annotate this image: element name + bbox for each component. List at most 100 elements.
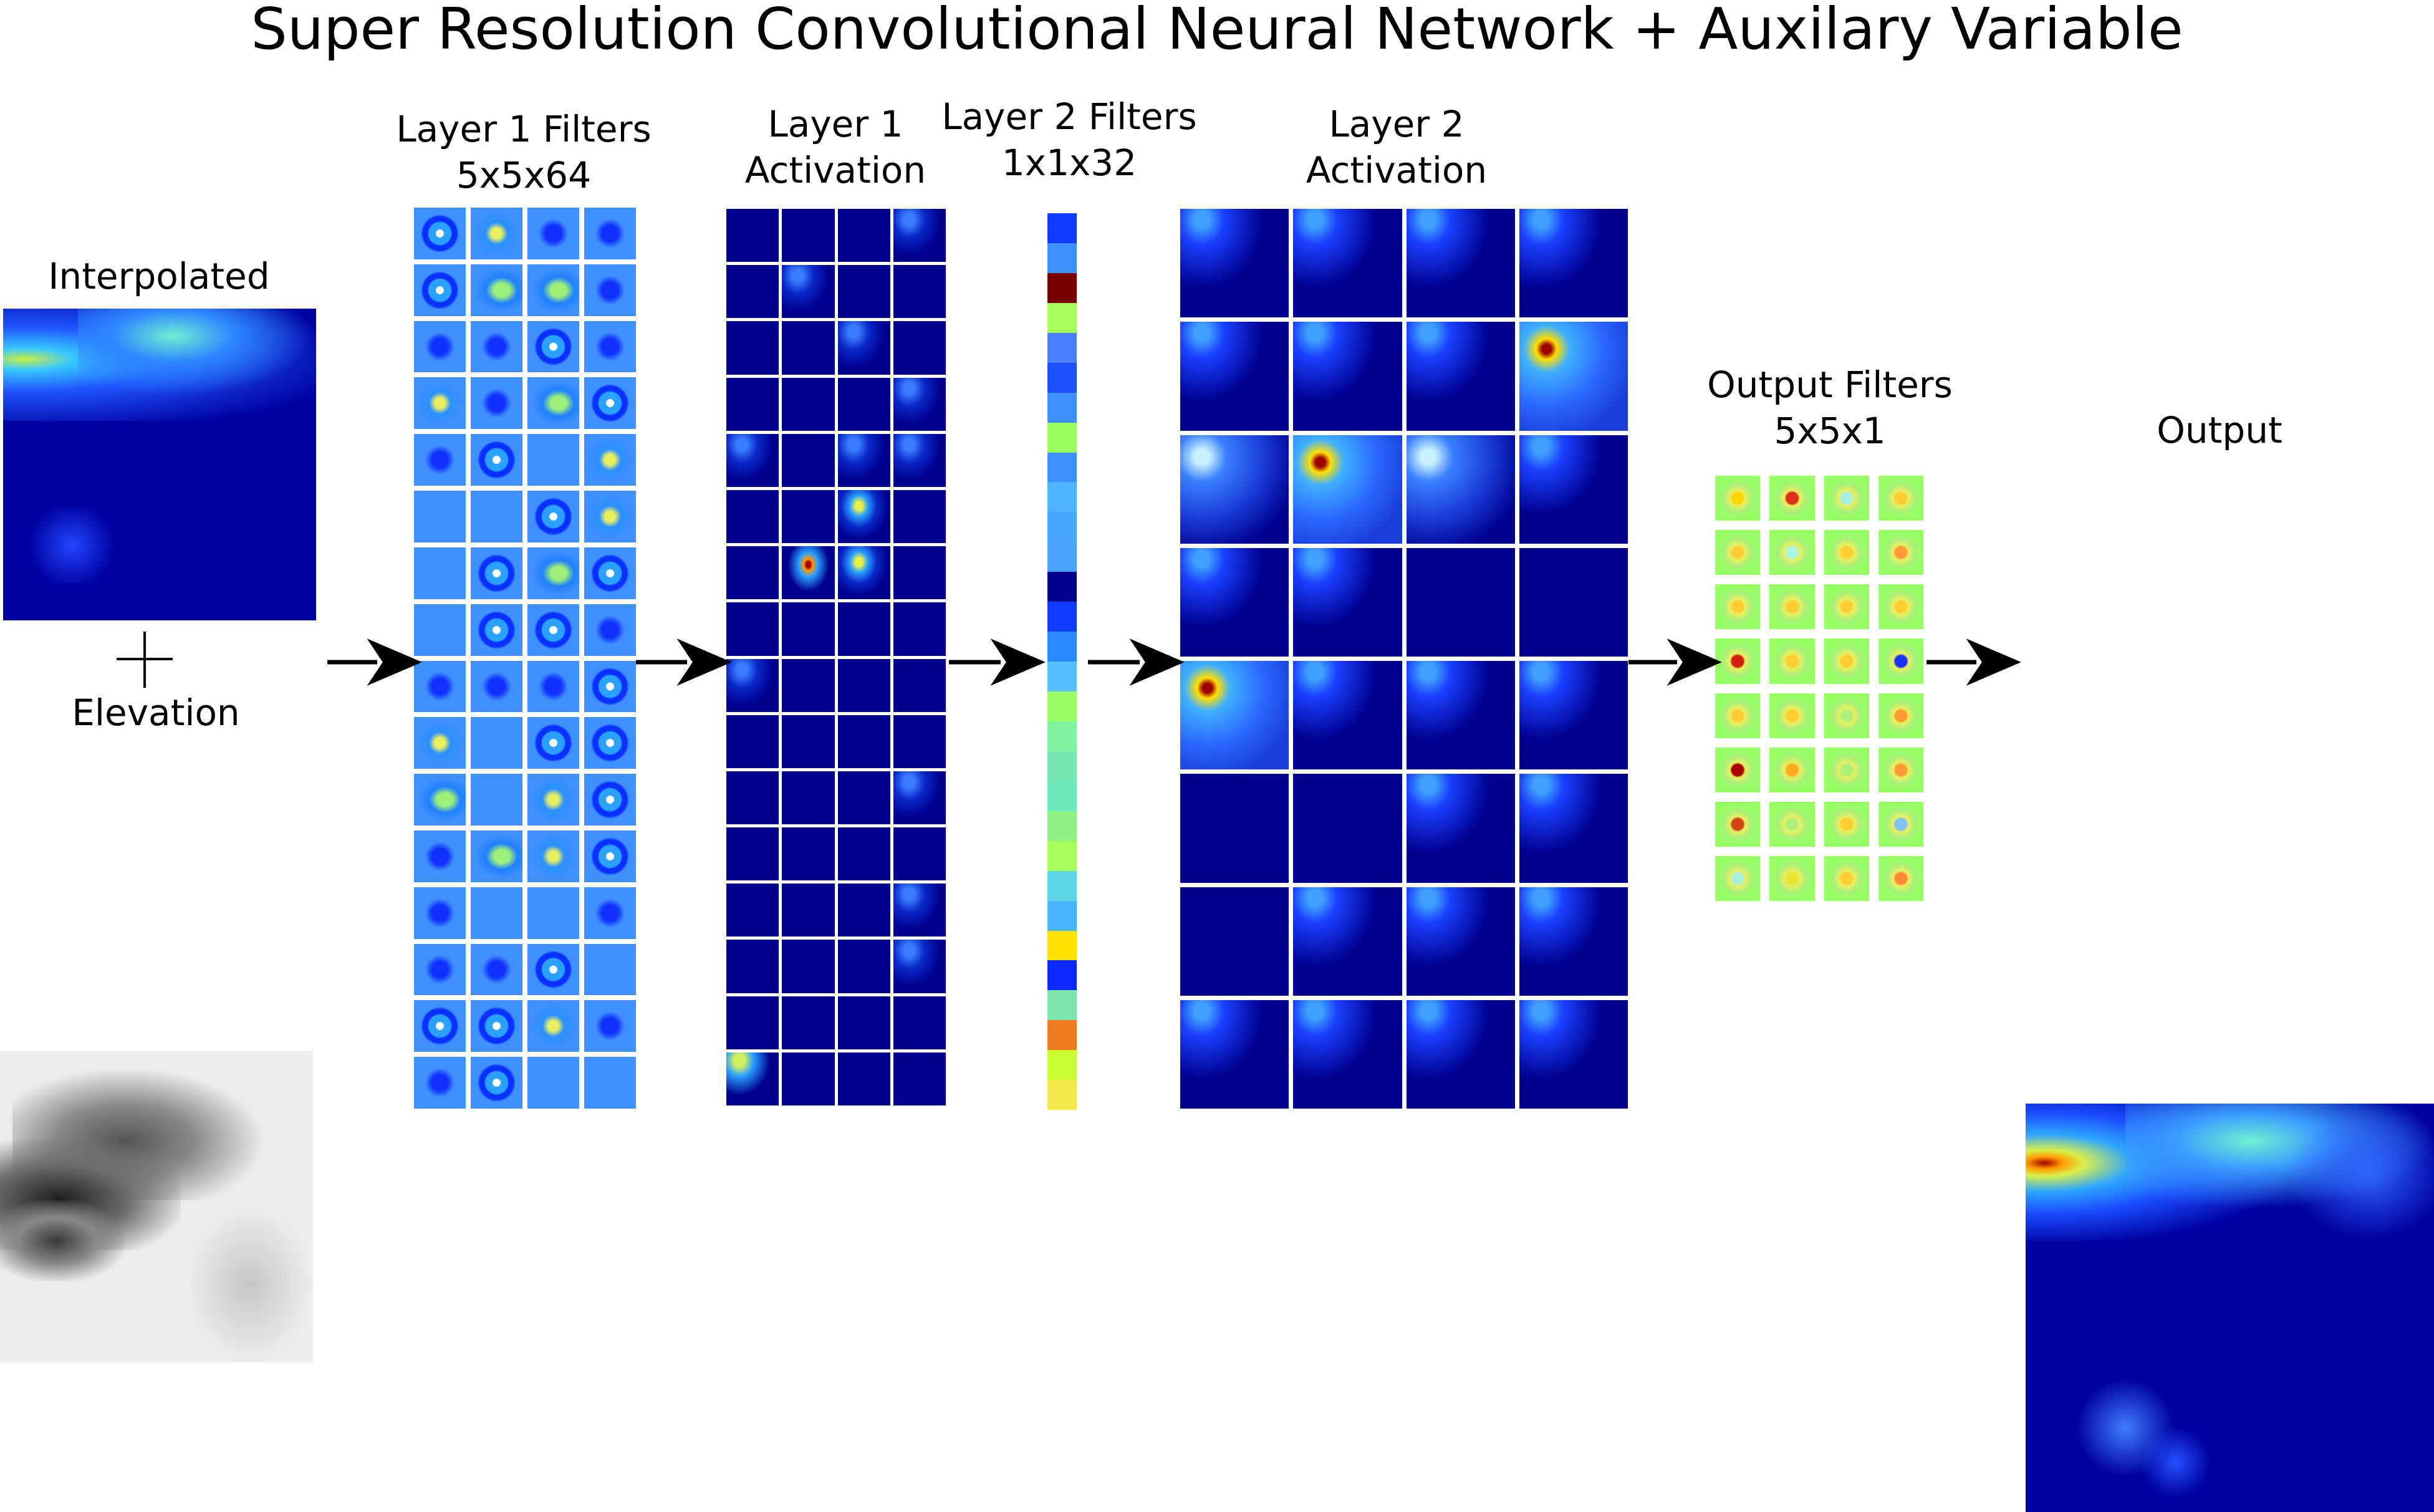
layer2-filter-cell [1047, 990, 1077, 1021]
layer1-filters-grid [414, 208, 636, 1109]
layer2-filter-cell [1047, 870, 1077, 901]
layer1-filter-tile [414, 604, 466, 656]
layer1-filter-tile [414, 208, 466, 259]
layer1-filter-tile [584, 208, 636, 259]
layer1-filter-tile [414, 830, 466, 882]
layer1-filter-tile [414, 320, 466, 373]
layer1-activation-tile [782, 996, 835, 1049]
layer1-filter-tile [414, 887, 466, 939]
layer1-filter-tile [471, 547, 522, 599]
layer1-activation-tile [782, 489, 835, 544]
output-filter-tile [1715, 747, 1761, 792]
layer1-filter-tile [414, 377, 466, 430]
layer1-activation-tile [893, 602, 946, 656]
layer1-activation-tile [837, 996, 890, 1049]
output-filters-grid [1715, 476, 1923, 901]
layer1-filter-tile [584, 434, 636, 486]
layer2-activation-tile [1180, 435, 1289, 544]
output-filter-tile [1878, 638, 1923, 684]
layer1-activation-tile [782, 771, 835, 825]
layer1-activation-tile [837, 265, 890, 319]
layer1-filter-tile [527, 887, 579, 939]
diagram-title: Super Resolution Convolutional Neural Ne… [251, 0, 2183, 62]
layer1-filter-tile [527, 547, 579, 599]
output-filter-tile [1878, 855, 1923, 901]
interpolated-label: Interpolated [48, 255, 270, 297]
layer1-filter-tile [527, 491, 579, 542]
layer1-activation-tile [837, 209, 890, 262]
output-filter-tile [1769, 476, 1815, 521]
arrow-icon [1927, 638, 2021, 686]
layer1-activation-tile [782, 321, 835, 375]
layer1-filter-tile [414, 943, 466, 996]
layer1-activation-tile [837, 546, 890, 600]
layer1-filter-tile [414, 717, 466, 769]
layer2-activation-tile [1406, 999, 1515, 1109]
layer1-activation-label: Layer 1 Activation [744, 103, 926, 191]
layer2-filter-cell [1047, 512, 1077, 542]
layer1-filter-tile [584, 943, 636, 996]
layer1-filter-tile [584, 604, 636, 656]
layer2-filter-cell [1047, 452, 1077, 483]
layer1-filter-tile [584, 1000, 636, 1052]
layer2-filter-cell [1047, 811, 1077, 841]
layer2-filter-cell [1047, 662, 1077, 691]
layer2-filters-bar [1047, 213, 1077, 1110]
layer2-activation-tile [1293, 322, 1402, 431]
layer2-filter-cell [1047, 721, 1077, 751]
output-filter-tile [1824, 801, 1869, 847]
layer1-activation-tile [893, 321, 946, 375]
output-filter-tile [1878, 801, 1923, 847]
output-filter-tile [1715, 530, 1761, 575]
output-filter-tile [1878, 693, 1923, 738]
layer1-filter-tile [527, 774, 579, 826]
layer1-activation-tile [782, 265, 835, 319]
layer1-filter-tile [527, 377, 579, 430]
layer2-activation-tile [1293, 999, 1402, 1109]
output-filter-tile [1769, 638, 1815, 684]
layer1-activation-tile [726, 884, 779, 937]
layer2-activation-tile [1406, 774, 1515, 883]
layer1-filter-tile [527, 660, 579, 713]
output-filter-tile [1824, 530, 1869, 575]
layer1-filter-tile [527, 830, 579, 882]
layer1-filters-label: Layer 1 Filters 5x5x64 [396, 108, 652, 196]
layer2-activation-tile [1293, 887, 1402, 996]
output-filter-tile [1715, 693, 1761, 738]
layer2-activation-grid [1180, 209, 1628, 1109]
layer2-filter-cell [1047, 422, 1077, 453]
layer1-filter-tile [414, 1057, 466, 1109]
output-filter-tile [1824, 693, 1869, 738]
elevation-label: Elevation [72, 691, 240, 734]
layer1-filter-tile [471, 1057, 522, 1109]
layer2-filter-cell [1047, 302, 1077, 333]
layer1-activation-tile [893, 433, 946, 487]
layer1-filter-tile [471, 604, 522, 656]
layer2-activation-tile [1293, 661, 1402, 770]
layer1-filter-tile [527, 264, 579, 316]
layer1-activation-grid [726, 209, 946, 1105]
layer1-activation-tile [726, 489, 779, 544]
layer2-activation-label: Layer 2 Activation [1306, 103, 1488, 191]
layer1-activation-tile [837, 602, 890, 656]
layer1-activation-tile [726, 996, 779, 1049]
layer1-filter-tile [471, 377, 522, 430]
layer2-activation-tile [1519, 435, 1628, 544]
arrow-icon [1088, 638, 1185, 686]
layer2-activation-tile [1180, 999, 1289, 1109]
layer1-activation-tile [726, 715, 779, 768]
layer1-activation-tile [782, 602, 835, 656]
layer1-activation-tile [726, 940, 779, 993]
layer1-activation-tile [726, 546, 779, 600]
layer1-filter-tile [584, 491, 636, 542]
layer1-filter-tile [584, 264, 636, 316]
layer1-filter-tile [584, 830, 636, 882]
arrow-icon [327, 638, 422, 686]
layer1-filter-tile [584, 717, 636, 769]
output-filter-tile [1824, 747, 1869, 792]
layer2-activation-tile [1519, 661, 1628, 770]
layer1-activation-tile [726, 658, 779, 712]
layer1-activation-tile [726, 377, 779, 431]
layer1-filter-tile [527, 943, 579, 996]
layer1-activation-tile [893, 658, 946, 712]
